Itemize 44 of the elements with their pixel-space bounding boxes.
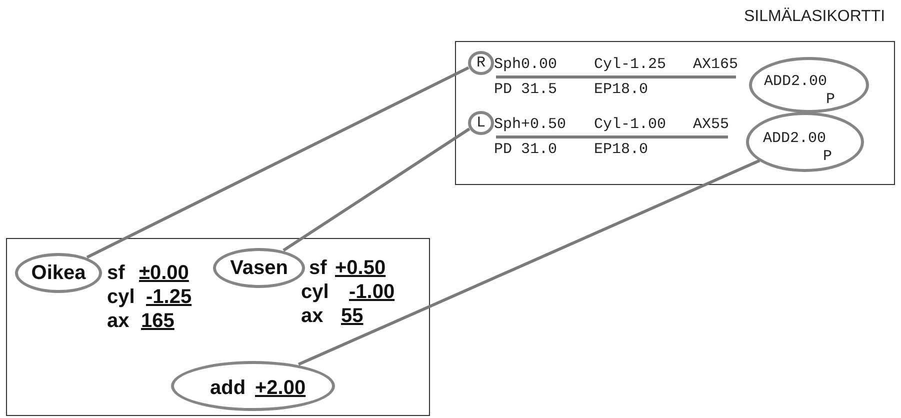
value-text: 55 <box>341 306 364 326</box>
prescription-panel <box>6 238 430 416</box>
highlighted-label: ADD2.00 <box>763 131 826 146</box>
highlighted-label: L <box>476 116 486 130</box>
prescription-card <box>455 41 895 185</box>
value-text: cyl <box>301 282 329 302</box>
value-text: ax <box>301 306 324 326</box>
highlight-ellipse <box>749 57 869 113</box>
value-text: Cyl-1.00 <box>594 117 666 132</box>
connector-line <box>298 159 760 366</box>
value-text: Sph0.00 <box>494 57 558 72</box>
value-text: -1.25 <box>146 287 192 307</box>
value-text: Cyl-1.25 <box>594 57 666 72</box>
value-text: 165 <box>141 311 174 331</box>
value-text: AX55 <box>693 117 730 132</box>
highlight-ellipse <box>746 112 864 172</box>
value-text: AX165 <box>693 57 738 72</box>
highlight-ellipse <box>171 361 335 411</box>
value-text: ax <box>107 311 130 331</box>
highlight-ellipse <box>468 51 494 75</box>
value-text: PD 31.0 <box>494 142 558 157</box>
card-title: SILMÄLASIKORTTI <box>744 9 886 25</box>
value-text: PD 31.5 <box>494 82 558 97</box>
highlighted-label: ADD2.00 <box>764 74 828 89</box>
value-text: ±0.00 <box>139 263 189 283</box>
value-text: sf <box>107 263 125 283</box>
value-text: +0.50 <box>335 258 386 278</box>
highlighted-label: Vasen <box>230 258 288 278</box>
value-text: EP18.0 <box>594 82 648 97</box>
value-text: cyl <box>107 287 135 307</box>
value-text: EP18.0 <box>594 142 648 157</box>
highlighted-label: Oikea <box>31 263 86 283</box>
highlighted-label: +2.00 <box>255 378 306 398</box>
connector-line <box>86 66 470 259</box>
value-text: Sph+0.50 <box>494 117 566 132</box>
highlighted-label: add <box>210 378 246 398</box>
connector-line <box>282 128 470 252</box>
highlighted-label: P <box>826 92 836 107</box>
highlighted-label: P <box>823 149 832 164</box>
highlight-ellipse <box>15 253 102 293</box>
highlighted-label: R <box>476 56 486 70</box>
value-text: sf <box>309 258 327 278</box>
value-text: -1.00 <box>349 282 395 302</box>
highlight-ellipse <box>468 111 494 135</box>
